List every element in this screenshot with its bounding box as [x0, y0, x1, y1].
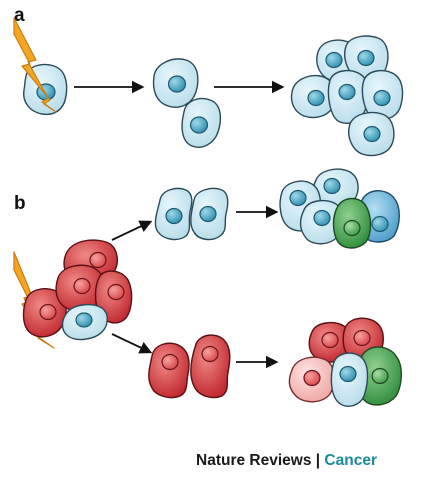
publisher-name: Nature Reviews	[196, 452, 312, 469]
normal-cell	[361, 69, 404, 121]
normal-cell	[299, 199, 343, 245]
green-cell	[332, 197, 372, 249]
tumour-cell	[148, 342, 190, 399]
normal-cell	[190, 187, 229, 241]
tumour-cell	[308, 321, 351, 363]
normal-cell	[154, 187, 193, 241]
journal-credit: Nature Reviews | Cancer	[196, 453, 377, 469]
tumour-cell-cluster	[22, 239, 133, 341]
normal-cell	[181, 97, 222, 148]
normal-cell	[344, 35, 389, 81]
tumour-light-cell	[288, 356, 335, 403]
arrow	[111, 333, 153, 354]
panel-a	[13, 17, 404, 157]
normal-cell	[348, 111, 395, 157]
panel-label-b: b	[14, 193, 26, 214]
normal-cell	[61, 303, 108, 341]
tumour-cell	[55, 264, 105, 313]
lightning-bolt-icon	[13, 17, 57, 113]
mixed-cell-cluster	[279, 168, 400, 249]
panel-b	[13, 168, 402, 407]
mixed-cell-cluster	[288, 317, 402, 407]
journal-name: Cancer	[324, 452, 377, 469]
arrow	[111, 220, 153, 241]
normal-cell	[330, 352, 369, 407]
tumour-cell	[190, 334, 231, 399]
normal-cell-cluster	[290, 35, 404, 157]
credit-separator: |	[315, 452, 321, 469]
normal-cell	[152, 58, 199, 108]
panel-label-a: a	[14, 5, 25, 26]
